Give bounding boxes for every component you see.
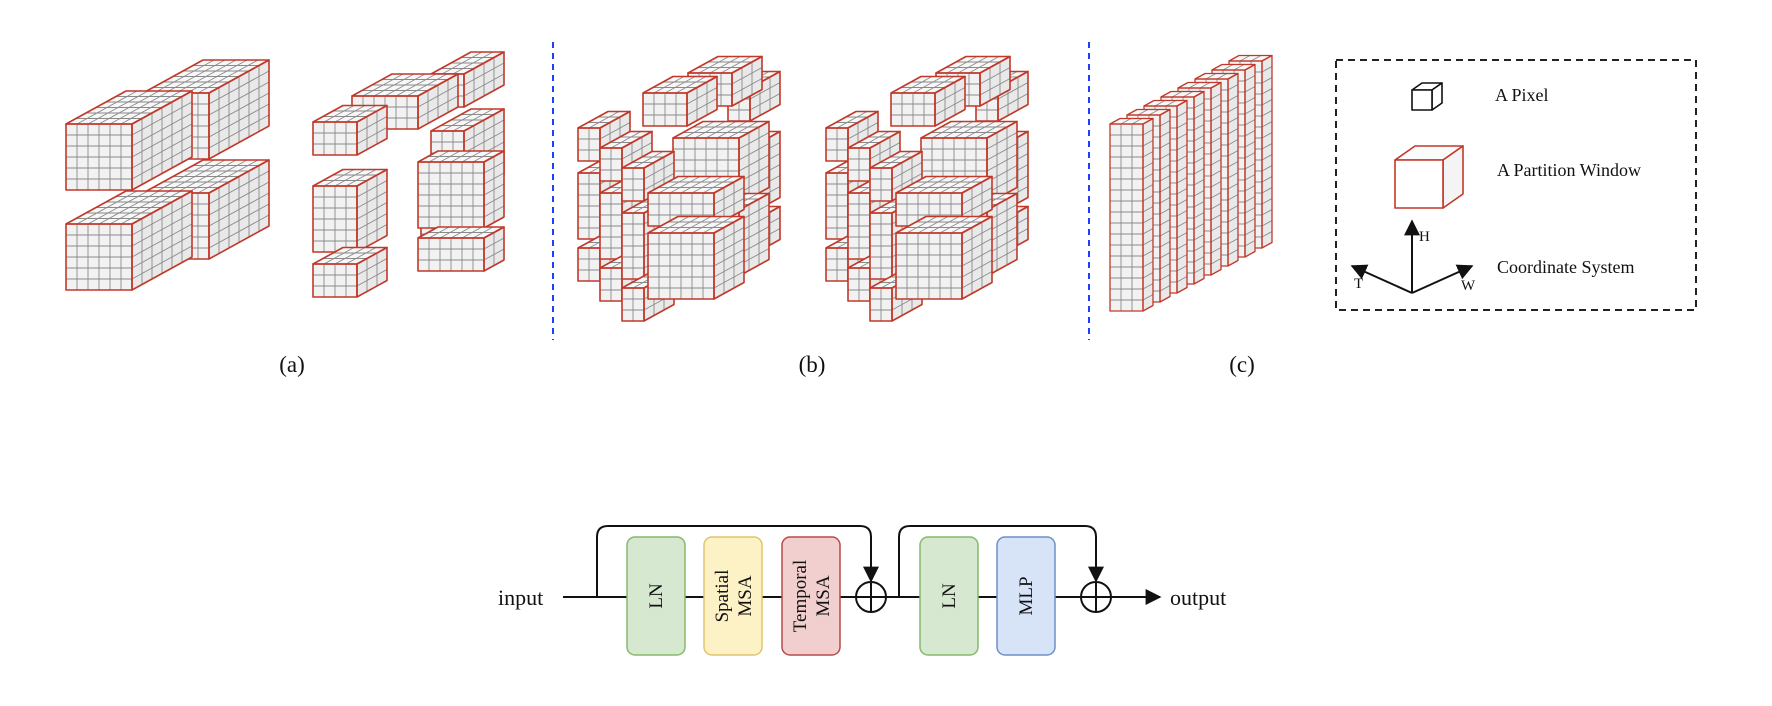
temporal-msa-block: Temporal MSA <box>781 536 841 656</box>
window-a2-front-bottom <box>312 246 388 298</box>
ln-block-1: LN <box>626 536 686 656</box>
temporal-msa-label-2: MSA <box>813 575 834 616</box>
partition-window-icon <box>1394 145 1464 209</box>
spatial-msa-label-1: Spatial <box>712 570 733 623</box>
pixel-slice-1 <box>1109 117 1154 312</box>
window-a2-center <box>417 150 505 229</box>
window-a1-front-top <box>65 90 193 191</box>
panel-a-window-partition <box>65 51 505 298</box>
legend-window-label: A Partition Window <box>1497 160 1641 180</box>
b1-window-5 <box>642 75 718 127</box>
mlp-block-label: MLP <box>1016 576 1037 615</box>
legend-pixel-label: A Pixel <box>1495 85 1549 105</box>
legend: A Pixel A Partition Window H T W Coordin… <box>1335 59 1697 311</box>
panel-c-pixel-grid <box>1109 54 1273 312</box>
caption-c: (c) <box>1229 352 1255 377</box>
axis-h-label: H <box>1419 229 1430 245</box>
add-node-1 <box>855 581 887 613</box>
b2-window-5 <box>890 75 966 127</box>
legend-coord-label: Coordinate System <box>1497 257 1635 277</box>
window-a1-front-bottom <box>65 190 193 291</box>
ln-block-2: LN <box>919 536 979 656</box>
window-a2-center-bottom <box>417 226 505 272</box>
temporal-msa-label-1: Temporal <box>790 560 811 633</box>
b2-window-18 <box>895 215 993 300</box>
ln-block-2-label: LN <box>939 583 960 609</box>
add-node-2 <box>1080 581 1112 613</box>
input-label: input <box>498 585 543 610</box>
spatial-msa-block: Spatial MSA <box>703 536 763 656</box>
window-a2-front-mid <box>312 168 388 253</box>
skip-connection-2 <box>898 525 1104 597</box>
mlp-block: MLP <box>996 536 1056 656</box>
window-a2-front-top <box>312 104 388 156</box>
b1-window-17 <box>647 175 745 227</box>
panel-b-shifted-window-partition <box>577 55 1029 322</box>
block-diagram: input output LN Spa <box>498 525 1226 656</box>
legend-box <box>1335 59 1697 311</box>
pixel-icon <box>1411 82 1443 111</box>
axis-t-label: T <box>1354 276 1363 292</box>
coordinate-system-icon <box>1350 219 1474 294</box>
output-label: output <box>1170 585 1226 610</box>
ln-block-1-label: LN <box>646 583 667 609</box>
axis-w-label: W <box>1461 278 1476 294</box>
caption-b: (b) <box>799 352 826 377</box>
caption-a: (a) <box>279 352 305 377</box>
skip-connection-1 <box>596 525 879 597</box>
b1-window-18 <box>647 215 745 300</box>
spatial-msa-label-2: MSA <box>735 575 756 616</box>
